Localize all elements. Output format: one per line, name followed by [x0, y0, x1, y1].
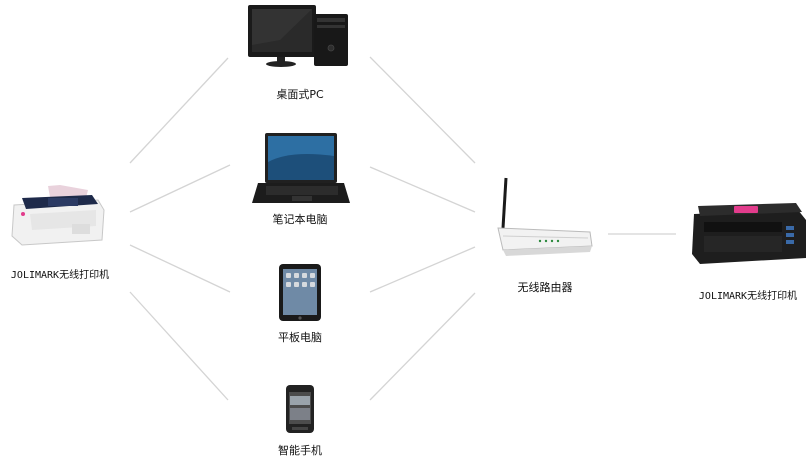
- line-tablet-to-router: [369, 246, 476, 293]
- label-smartphone: 智能手机: [278, 444, 322, 457]
- label-desktop-pc: 桌面式PC: [276, 88, 324, 101]
- left-printer-icon: [11, 185, 105, 246]
- label-printer-right: JOLIMARK无线打印机: [698, 291, 798, 302]
- tablet-icon: [279, 264, 321, 321]
- line-desktop-to-router: [369, 56, 476, 164]
- line-printer-to-phone: [129, 291, 229, 401]
- line-printer-to-laptop: [129, 164, 231, 213]
- line-printer-to-tablet: [129, 244, 231, 293]
- label-router: 无线路由器: [517, 281, 573, 294]
- desktop-pc-icon: [248, 5, 348, 67]
- line-phone-to-router: [369, 292, 476, 401]
- right-printer-icon: [692, 203, 806, 264]
- smartphone-icon: [286, 385, 314, 433]
- label-tablet: 平板电脑: [278, 331, 322, 344]
- label-printer-left: JOLIMARK无线打印机: [10, 270, 110, 281]
- line-laptop-to-router: [369, 166, 476, 213]
- line-printer-to-desktop: [129, 57, 229, 164]
- connector-lines: [129, 56, 676, 401]
- wireless-router-icon: [497, 177, 593, 256]
- laptop-icon: [252, 133, 350, 203]
- label-laptop: 笔记本电脑: [272, 213, 328, 226]
